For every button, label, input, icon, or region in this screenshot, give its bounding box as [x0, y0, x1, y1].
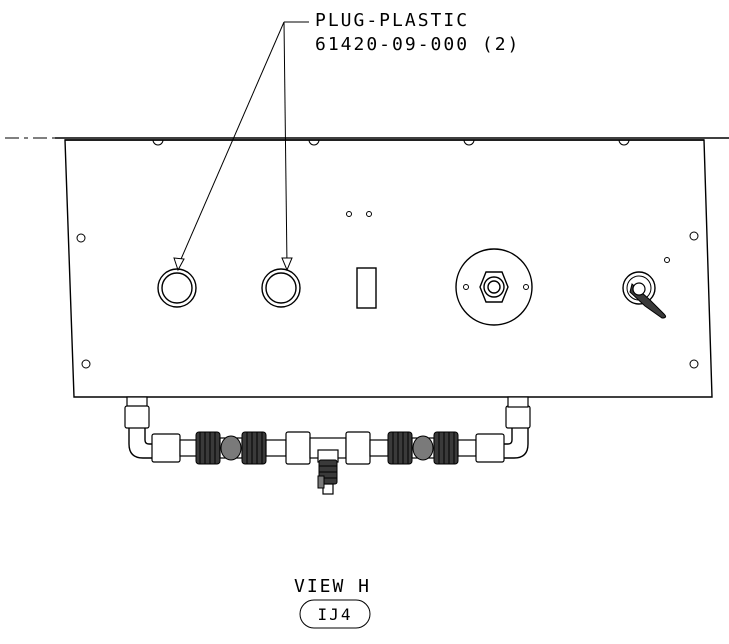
- plumbing-manifold: [124, 396, 531, 495]
- selector-knob: [622, 257, 670, 319]
- callout-label-line1: PLUG-PLASTIC: [315, 10, 469, 31]
- view-label: VIEW H: [294, 576, 371, 597]
- rocker-switch: [356, 267, 377, 309]
- reference-bubble: IJ4: [299, 599, 371, 629]
- plastic-plug-left: [157, 268, 197, 308]
- mounting-holes: [76, 211, 699, 369]
- control-panel: [64, 139, 713, 398]
- callout-label-line2: 61420-09-000 (2): [315, 34, 520, 55]
- callout-leader-lines: [173, 21, 309, 272]
- plastic-plug-right: [261, 268, 301, 308]
- top-edge-line: [5, 137, 729, 146]
- reference-label: IJ4: [318, 605, 353, 624]
- fitting-plate: [455, 248, 533, 326]
